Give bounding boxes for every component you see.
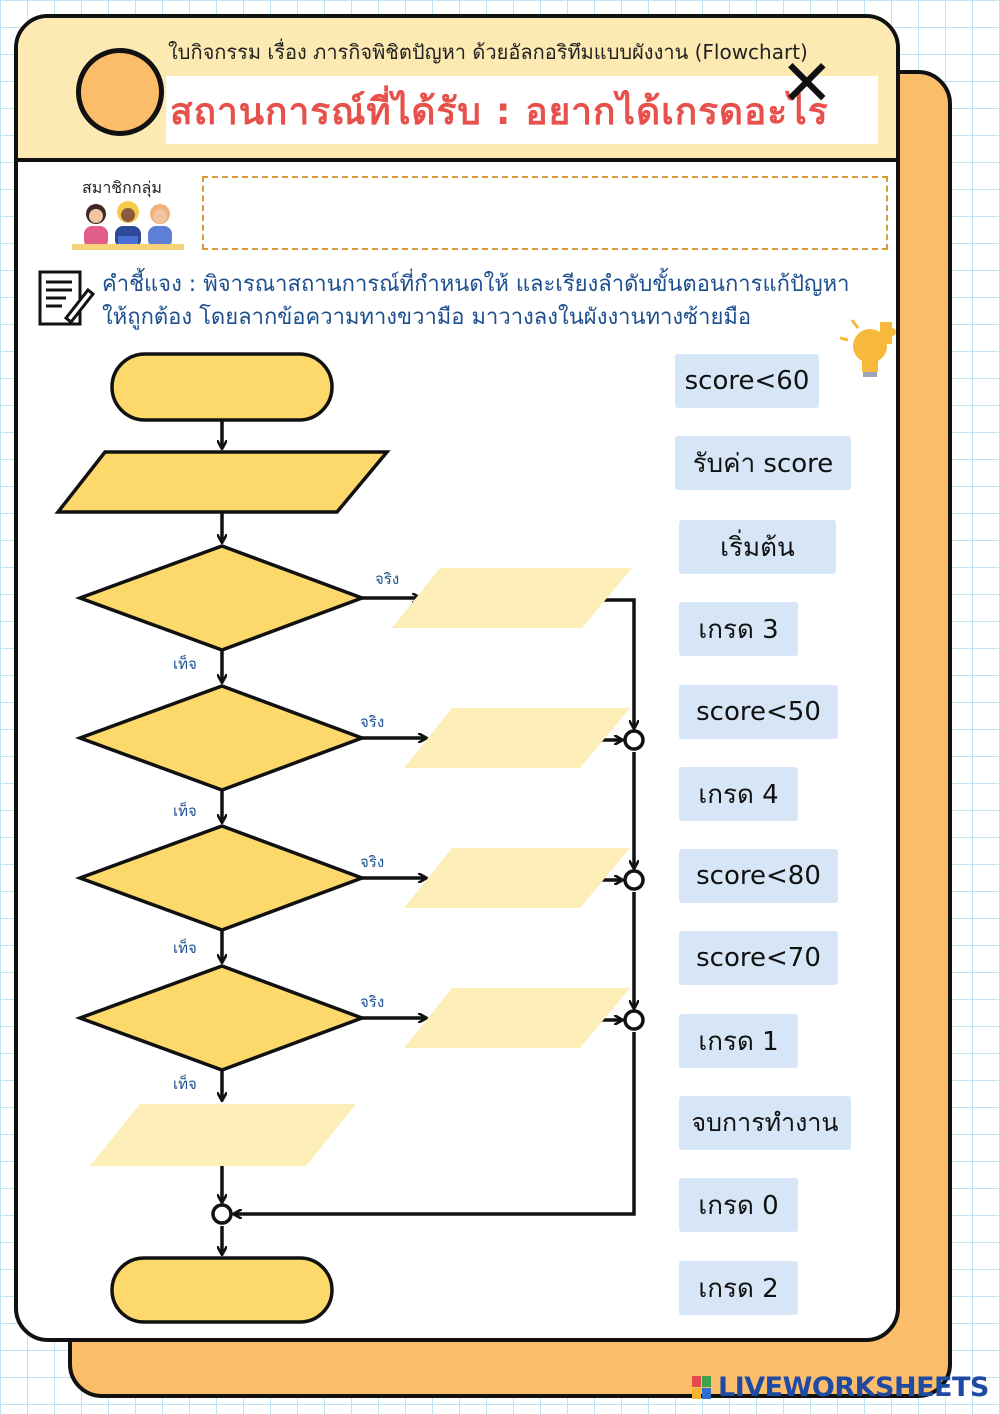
drag-item[interactable]: เกรด 4 [679,767,798,821]
output-drop-zone-1[interactable] [392,568,632,628]
false-label-3: เท็จ [173,938,197,957]
false-label-4: เท็จ [173,1074,197,1093]
drag-item[interactable]: เริ่มต้น [679,520,836,574]
drag-item[interactable]: เกรด 2 [679,1261,798,1315]
connector-2 [625,871,643,889]
decision-diamond-2[interactable] [80,686,362,790]
true-label-3: จริง [360,853,384,871]
decision-diamond-4[interactable] [80,966,362,1070]
true-label-4: จริง [360,993,384,1011]
drag-item[interactable]: เกรด 3 [679,602,798,656]
drag-item[interactable]: score<50 [679,685,838,739]
drag-item[interactable]: score<60 [675,354,819,408]
true-label-1: จริง [375,570,399,588]
output-drop-zone-2[interactable] [404,708,630,768]
end-terminal[interactable] [112,1258,332,1322]
decision-diamond-1[interactable] [80,546,362,650]
input-parallelogram[interactable] [58,452,387,512]
start-terminal[interactable] [112,354,332,420]
liveworksheets-logo-icon [692,1376,712,1400]
drag-item[interactable]: รับค่า score [675,436,851,490]
decision-diamond-3[interactable] [80,826,362,930]
false-label-2: เท็จ [173,801,197,820]
true-label-2: จริง [360,713,384,731]
drag-item[interactable]: เกรด 0 [679,1178,798,1232]
false-label-1: เท็จ [173,654,197,673]
connector-1 [625,731,643,749]
output-drop-zone-5[interactable] [90,1104,356,1166]
drag-item[interactable]: เกรด 1 [679,1014,798,1068]
drag-item[interactable]: score<70 [679,931,838,985]
output-drop-zone-3[interactable] [404,848,630,908]
output-drop-zone-4[interactable] [404,988,630,1048]
connector-4 [213,1205,231,1223]
brand-logo: LIVEWORKSHEETS [718,1372,989,1403]
connector-3 [625,1011,643,1029]
drag-item[interactable]: จบการทำงาน [679,1096,851,1150]
drag-item[interactable]: score<80 [679,849,838,903]
